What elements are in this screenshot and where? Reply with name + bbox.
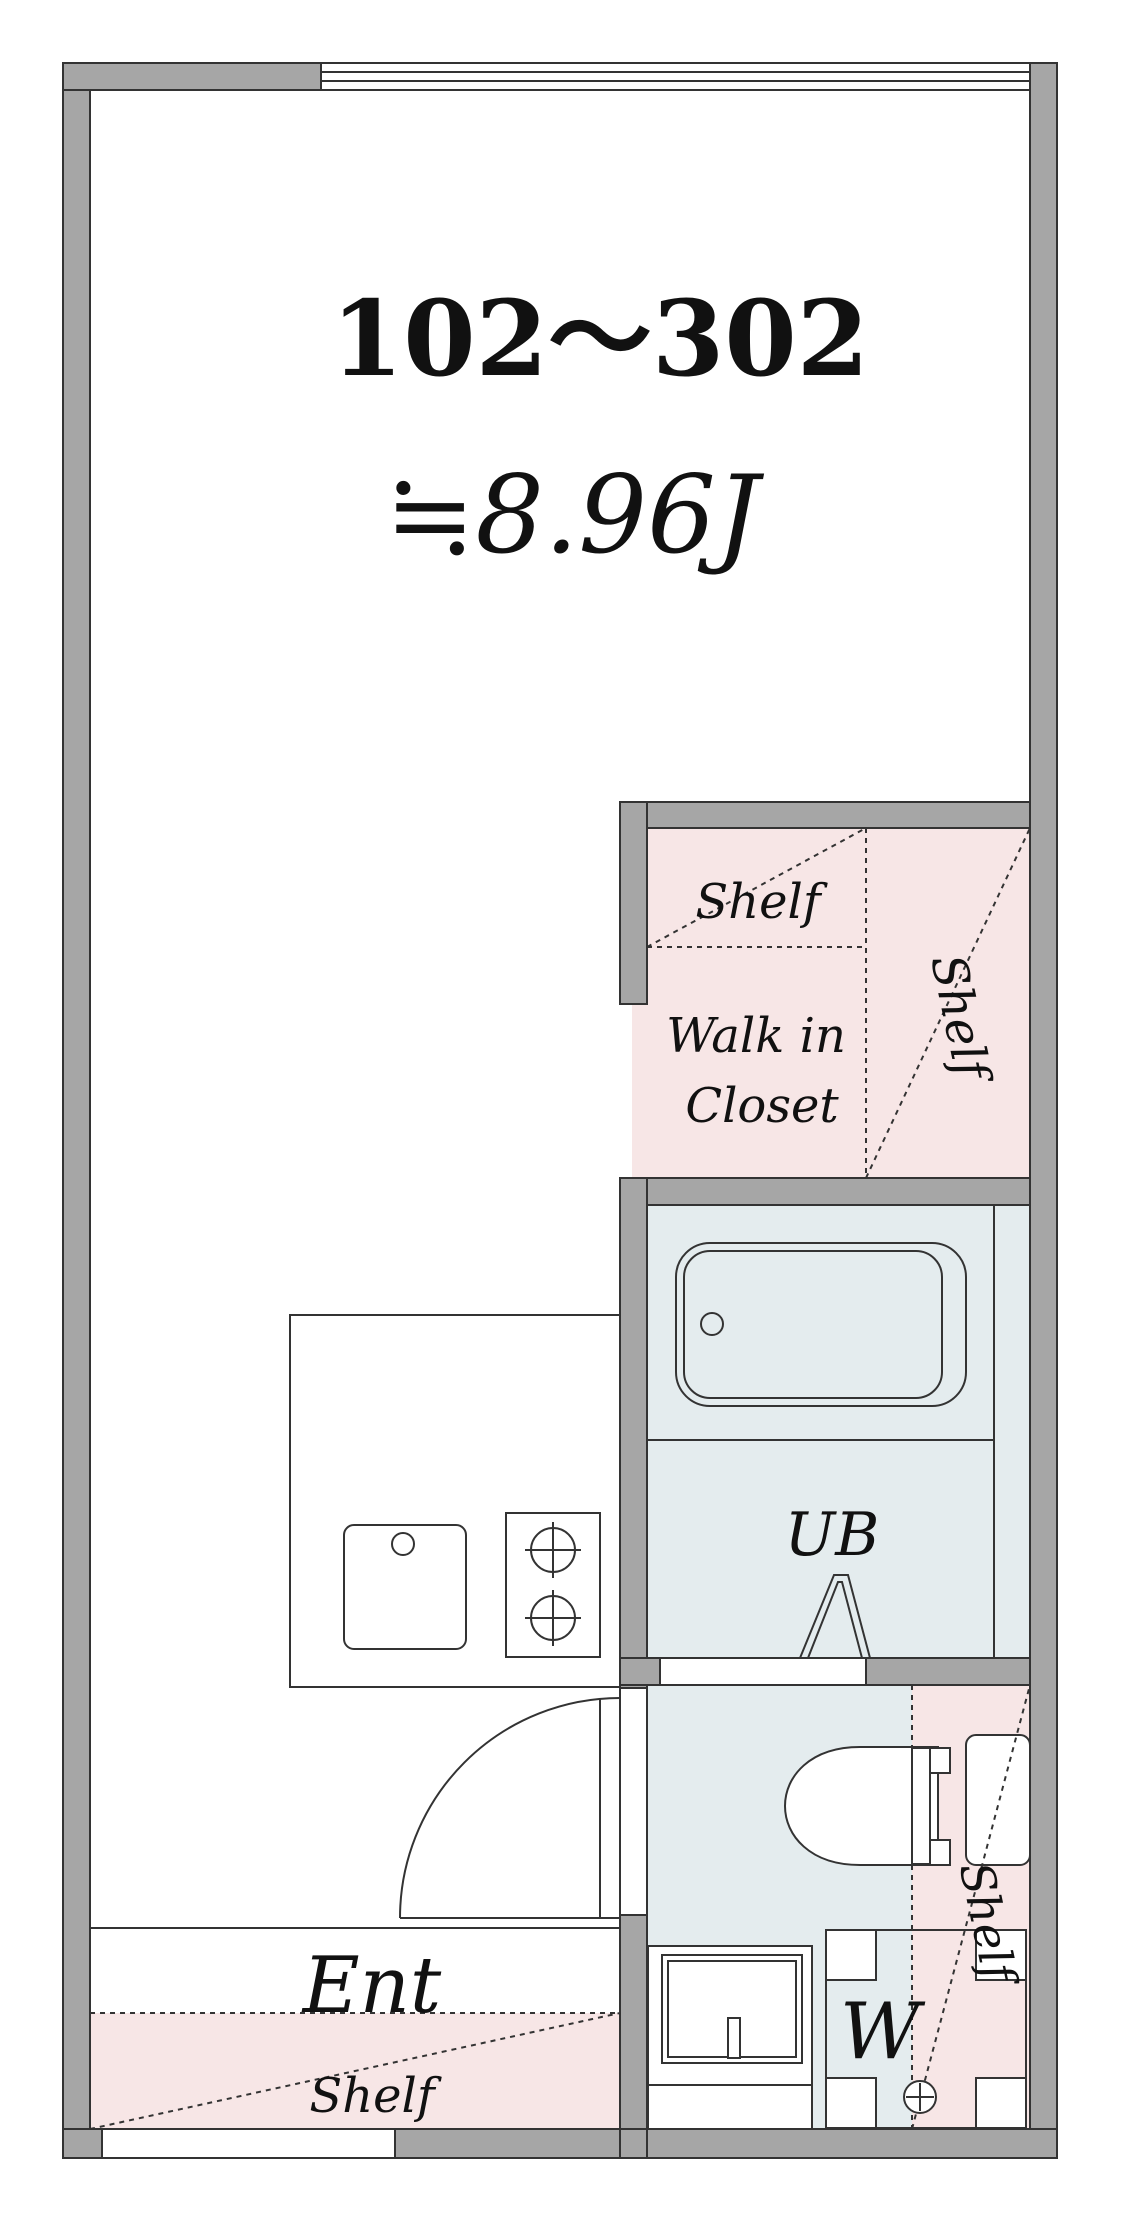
toilet-door-opening — [619, 1687, 648, 1916]
burner-icon — [525, 1522, 581, 1578]
bath-label: UB — [785, 1500, 880, 1570]
sink — [343, 1524, 467, 1650]
entrance-door — [399, 1697, 621, 1919]
toilet-shelf-diagonal — [911, 1684, 1031, 2130]
bathtub — [675, 1242, 967, 1407]
closet-label-line-1: Walk in — [666, 1008, 846, 1064]
bottom-opening — [101, 2128, 396, 2159]
unit-area: ≒8.96J — [385, 453, 765, 578]
entrance-shelf — [89, 2012, 621, 2130]
kitchen-counter — [289, 1314, 621, 1688]
toilet-bowl — [784, 1746, 939, 1866]
walls — [62, 62, 1058, 2159]
walk-in-closet-floor — [632, 826, 1030, 1178]
top-window — [320, 62, 1031, 91]
entrance-label: Ent — [301, 1941, 442, 2031]
washer-space — [825, 1929, 1027, 2129]
closet-shelves — [646, 827, 1031, 1179]
folding-door — [799, 1574, 871, 1659]
bathtub-inner — [683, 1250, 943, 1399]
bathroom-floor — [648, 1205, 1030, 1660]
toilet-tank — [965, 1734, 1031, 1866]
closet-top-shelf-label: Shelf — [695, 874, 828, 930]
entrance-shelf-label: Shelf — [309, 2068, 442, 2124]
toilet — [784, 1734, 1031, 1866]
unit-bath — [648, 1205, 995, 1659]
unit-number: 102～302 — [331, 277, 869, 400]
burner-icon — [525, 1590, 581, 1646]
wash-basin — [647, 1945, 813, 2130]
bath-door-opening — [659, 1657, 867, 1686]
drain-icon — [700, 1312, 724, 1336]
closet-label-line-2: Closet — [685, 1078, 839, 1134]
drain-icon — [391, 1532, 415, 1556]
washer-label: W — [840, 1987, 926, 2077]
